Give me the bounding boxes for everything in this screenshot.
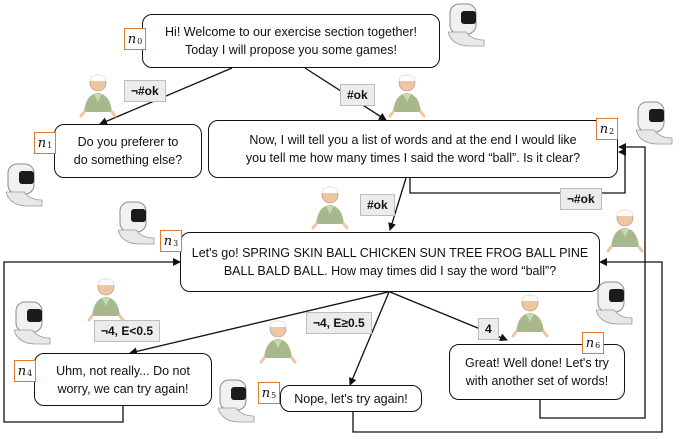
edge-n2-loop: [409, 148, 626, 194]
dialogue-node-n5: Nope, let's try again!: [280, 385, 422, 412]
edge-label-n3-n5: ¬4, E≥0.5: [306, 312, 372, 334]
edge-label-not-ok: ¬#ok: [124, 80, 166, 102]
edge-n4-n3: [3, 258, 181, 423]
edge-n6-n2: [539, 143, 646, 419]
robot-icon: [218, 379, 255, 423]
robot-icon: [6, 163, 43, 207]
elderly-person-icon: [511, 293, 549, 338]
edge-n3-n4: [129, 291, 389, 356]
dialogue-node-n0: Hi! Welcome to our exercise section toge…: [142, 14, 440, 68]
robot-icon: [636, 101, 673, 145]
edge-label-n3-n4: ¬4, E<0.5: [94, 320, 161, 342]
elderly-person-icon: [87, 277, 125, 322]
elderly-person-icon: [259, 319, 297, 364]
robot-icon: [448, 3, 485, 47]
elderly-person-icon: [606, 208, 644, 253]
dialogue-node-n1: Do you preferer to do something else?: [54, 124, 202, 178]
elderly-person-icon: [388, 73, 426, 118]
dialogue-node-n2: Now, I will tell you a list of words and…: [208, 120, 618, 178]
edge-label-n3-n6: 4: [478, 318, 499, 340]
dialogue-node-n4: Uhm, not really... Do not worry, we can …: [34, 353, 212, 406]
elderly-person-icon: [311, 185, 349, 230]
robot-icon: [596, 281, 633, 325]
edge-n3-n5: [349, 291, 390, 386]
edge-n5-n3: [352, 258, 663, 433]
edge-label-ok: #ok: [360, 194, 395, 216]
robot-icon: [14, 301, 51, 345]
edge-n2-n3: [388, 177, 407, 231]
edge-label-not-ok: ¬#ok: [560, 188, 602, 210]
edge-n0-n1: [99, 67, 233, 125]
dialogue-node-n3: Let's go! SPRING SKIN BALL CHICKEN SUN T…: [180, 232, 600, 292]
dialogue-node-n6: Great! Well done! Let's try with another…: [449, 344, 625, 400]
robot-icon: [118, 201, 155, 245]
edge-label-ok: #ok: [340, 84, 375, 106]
elderly-person-icon: [79, 73, 117, 118]
